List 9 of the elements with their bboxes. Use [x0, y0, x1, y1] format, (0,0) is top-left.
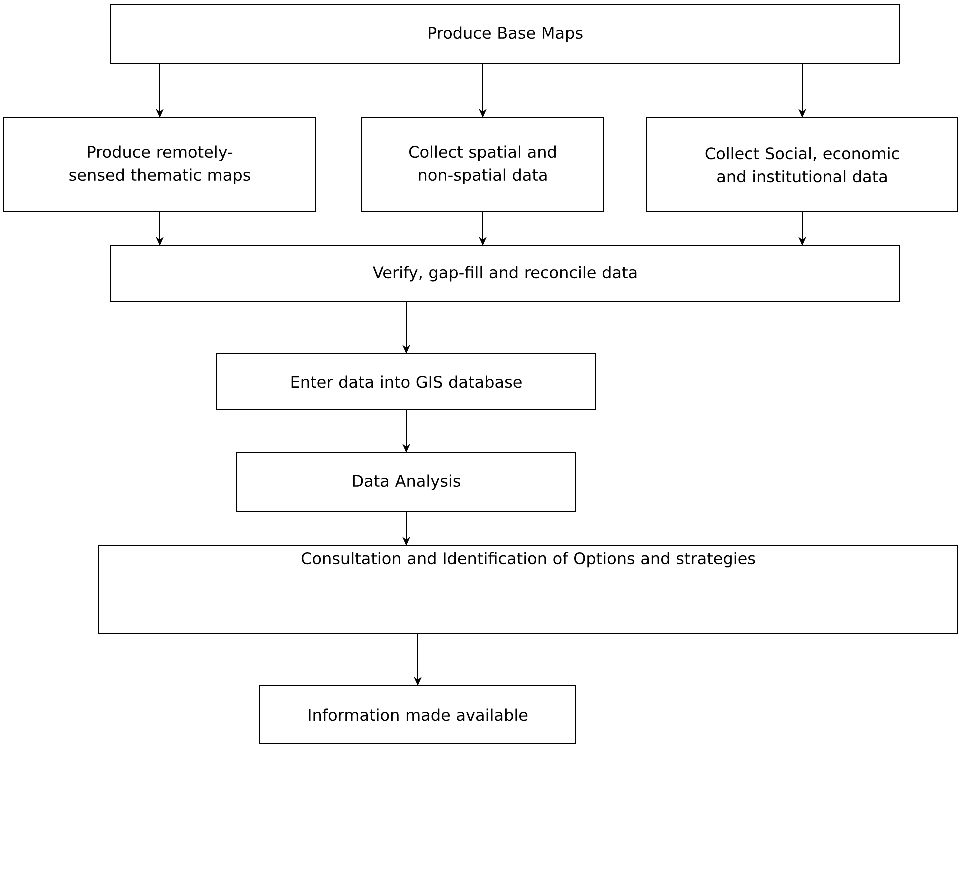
- process-box: Data Analysis: [236, 452, 576, 512]
- process-box: Enter data into GIS database: [216, 354, 596, 410]
- process-box: Information made available: [260, 686, 576, 744]
- process-box: Verify, gap-fill and reconcile data: [110, 246, 900, 302]
- process-box: Produce Base Maps: [110, 4, 900, 64]
- process-box: Consultation and Identification of Options and strategies: [98, 546, 958, 634]
- process-box: Collect spatial and non-spatial data: [362, 118, 604, 212]
- process-box: Collect Social, economic and institutional data: [646, 118, 958, 212]
- process-box: Produce remotely-sensed thematic maps: [4, 118, 316, 212]
